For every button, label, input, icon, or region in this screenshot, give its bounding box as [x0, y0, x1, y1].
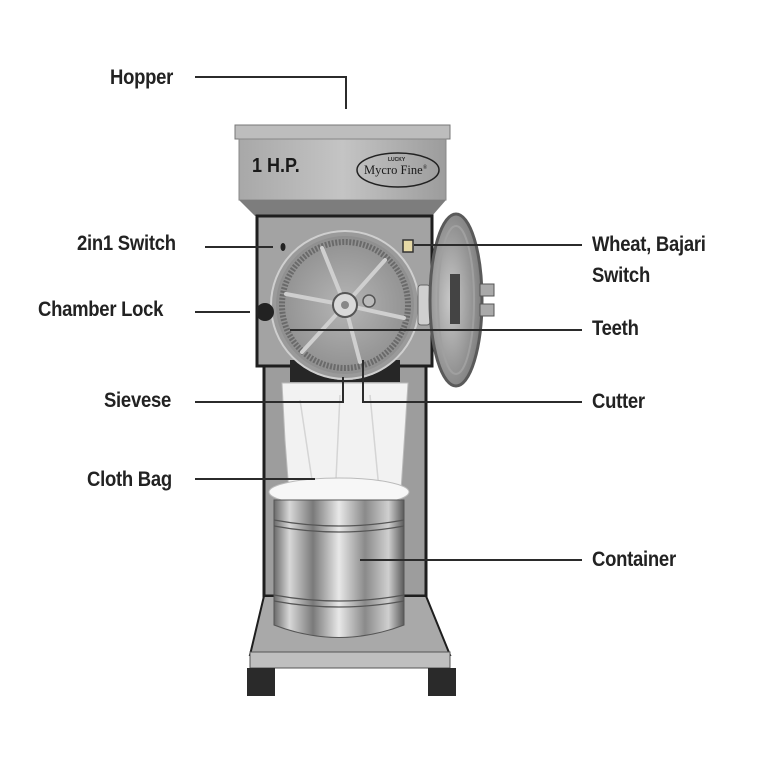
label-cloth-bag: Cloth Bag [87, 468, 172, 491]
leader-line-sievese [195, 401, 344, 403]
brand-small-text: LUCKY [388, 157, 406, 163]
power-rating-text: 1 H.P. [252, 155, 300, 177]
leader-line-container [360, 559, 582, 561]
leader-line-chamber-lock [195, 311, 250, 313]
leader-line-2in1-switch [205, 246, 273, 248]
label-hopper: Hopper [110, 66, 174, 89]
label-wheat-bajari-switch-line1: Wheat, Bajari [592, 233, 706, 256]
leader-line-wheat-bajari-switch [414, 244, 582, 246]
registered-mark: ® [422, 164, 428, 171]
label-container: Container [592, 548, 676, 571]
leader-line-hopper [195, 76, 347, 78]
brand-name: Mycro Fine [364, 163, 423, 177]
label-chamber-lock: Chamber Lock [38, 298, 164, 321]
label-sievese: Sievese [104, 389, 172, 412]
label-cutter: Cutter [592, 390, 645, 413]
label-teeth: Teeth [592, 317, 639, 340]
brand-logo-text: Mycro Fine® [364, 163, 427, 178]
leader-line-cutter [362, 401, 582, 403]
label-wheat-bajari-switch-line2: Switch [592, 264, 650, 287]
leader-line-sievese-rise [342, 377, 344, 403]
leader-line-teeth [290, 329, 582, 331]
leader-line-hopper-drop [345, 76, 347, 109]
label-2in1-switch: 2in1 Switch [77, 232, 176, 255]
leader-line-cloth-bag [195, 478, 315, 480]
leader-line-cutter-rise [362, 360, 364, 403]
